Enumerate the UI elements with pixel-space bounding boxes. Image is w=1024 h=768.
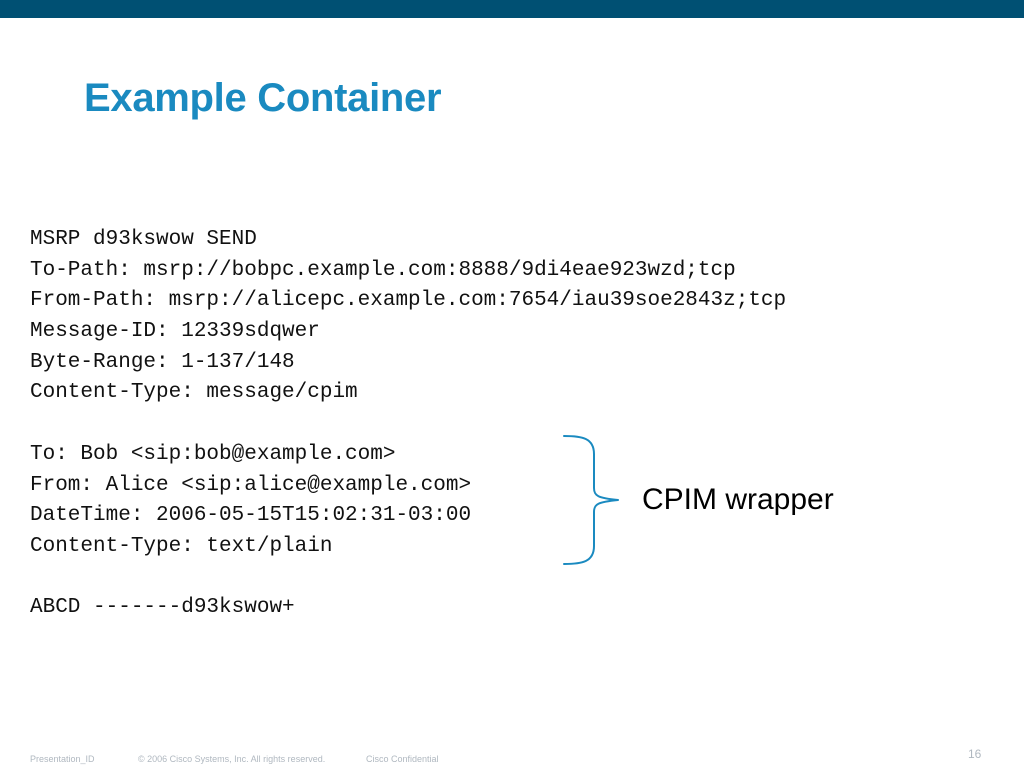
code-line-4: Message-ID: 12339sdqwer (30, 320, 320, 344)
slide-title: Example Container (84, 76, 442, 120)
code-line-13: ABCD -------d93kswow+ (30, 596, 295, 620)
code-line-10: DateTime: 2006-05-15T15:02:31-03:00 (30, 504, 472, 528)
code-line-3: From-Path: msrp://alicepc.example.com:76… (30, 289, 787, 313)
footer-confidential: Cisco Confidential (366, 754, 439, 764)
footer-presentation-id: Presentation_ID (30, 754, 95, 764)
cpim-wrapper-label: CPIM wrapper (642, 483, 834, 516)
code-line-9: From: Alice <sip:alice@example.com> (30, 473, 472, 497)
right-curly-brace-icon (563, 435, 619, 565)
code-line-8: To: Bob <sip:bob@example.com> (30, 442, 396, 466)
page-number: 16 (968, 747, 982, 761)
code-line-2: To-Path: msrp://bobpc.example.com:8888/9… (30, 258, 736, 282)
code-line-blank-1 (30, 409, 786, 440)
code-line-11: Content-Type: text/plain (30, 534, 333, 558)
top-bar (0, 0, 1024, 18)
footer-copyright: © 2006 Cisco Systems, Inc. All rights re… (138, 754, 326, 764)
code-line-1: MSRP d93kswow SEND (30, 228, 257, 251)
code-line-6: Content-Type: message/cpim (30, 381, 358, 405)
code-line-5: Byte-Range: 1-137/148 (30, 350, 295, 374)
code-line-blank-2 (30, 563, 786, 594)
msrp-message-code: MSRP d93kswow SEND To-Path: msrp://bobpc… (30, 225, 786, 624)
